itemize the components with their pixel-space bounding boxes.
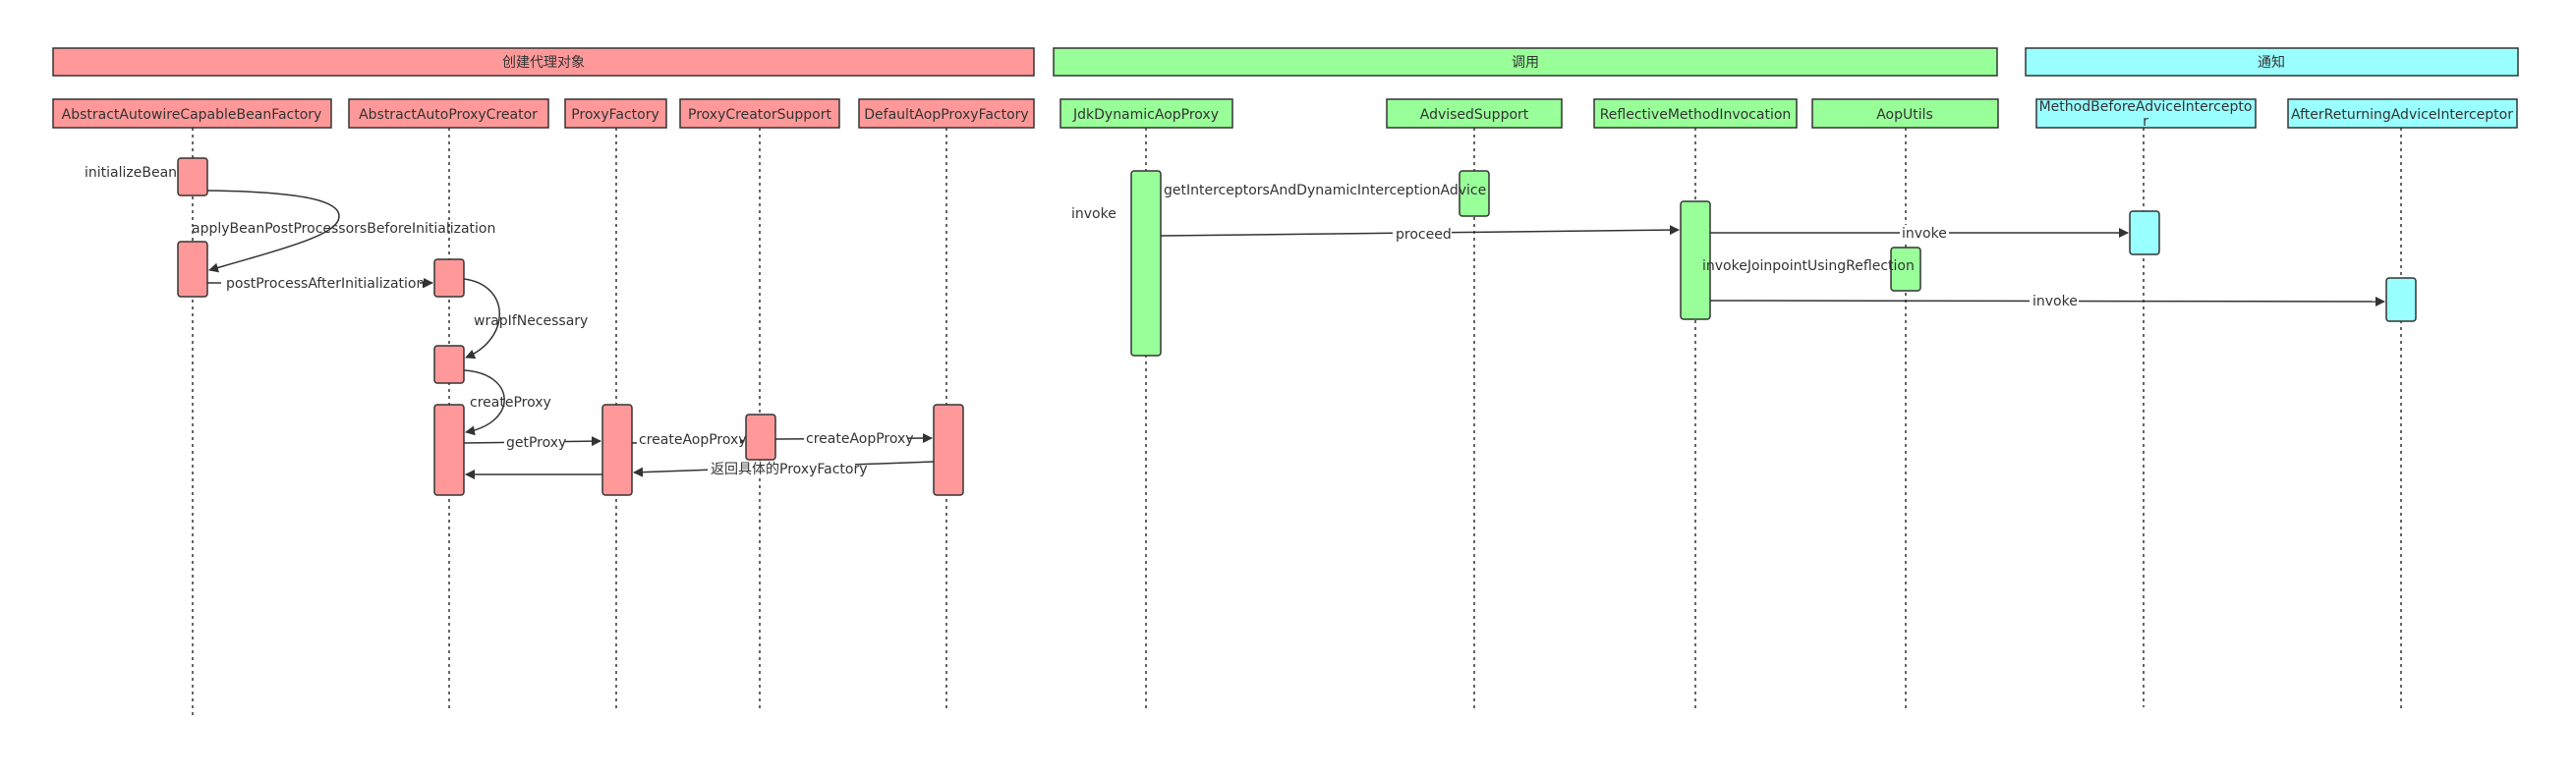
message-label-backgrounds [221,225,2079,477]
message-arrows [206,190,2385,479]
label-post-process-after-init: postProcessAfterInitialization [226,276,425,292]
group-advice: 通知 [2025,47,2519,77]
activation-bar [433,345,465,384]
label-get-proxy: getProxy [506,435,566,451]
activation-bar [601,404,633,496]
invoke-entry-label: invoke [1071,206,1116,222]
lifeline-jdk-dynamic-aop-proxy: JdkDynamicAopProxy [1059,98,1233,129]
arrow-apply-bean-post-processors [206,190,340,273]
lifeline-label: ProxyCreatorSupport [688,107,831,123]
group-advice-label: 通知 [2258,54,2285,71]
lifeline-abstract-auto-proxy-creator: AbstractAutoProxyCreator [348,98,549,129]
group-create-proxy-label: 创建代理对象 [502,55,585,71]
label-proceed: proceed [1396,227,1452,243]
lifeline-label: AbstractAutoProxyCreator [359,107,538,123]
label-invoke-after: invoke [2032,294,2078,309]
lifeline-label: AdvisedSupport [1420,107,1529,123]
activation-bar [2129,210,2160,255]
activation-bars [177,157,2417,496]
activation-bar [1680,200,1711,320]
activation-bar [745,414,776,461]
lifeline-label: AopUtils [1876,107,1933,123]
label-create-aop-proxy-2: createAopProxy [806,431,914,447]
activation-bar [933,404,964,496]
lifeline-proxy-factory: ProxyFactory [564,98,667,129]
activation-bar [177,241,208,298]
message-labels: applyBeanPostProcessorsBeforeInitializat… [192,183,2078,477]
lifeline-label: MethodBeforeAdviceIntercepto [2039,99,2253,115]
activation-bar [177,157,208,196]
activation-bar [1130,170,1162,357]
activation-bar [433,404,465,496]
lifeline-label: ReflectiveMethodInvocation [1600,107,1792,123]
group-create-proxy: 创建代理对象 [52,47,1035,77]
arrow-wrap-if-necessary [463,278,500,360]
label-invoke-before: invoke [1902,226,1947,242]
lifeline-label: DefaultAopProxyFactory [864,107,1028,123]
lifeline-abstract-autowire-capable-bean-factory: AbstractAutowireCapableBeanFactory [52,98,332,129]
lifeline-label: ProxyFactory [571,107,659,123]
activation-bar [1890,247,1921,292]
label-return-proxy-factory: 返回具体的ProxyFactory [711,462,868,477]
activation-bar [2385,277,2417,322]
label-wrap-if-necessary: wrapIfNecessary [474,313,588,329]
lifeline-label: AfterReturningAdviceInterceptor [2291,107,2513,123]
label-invoke-joinpoint: invokeJoinpointUsingReflection [1702,258,1915,274]
label-create-proxy: createProxy [470,395,551,411]
label-apply-bean-post-processors: applyBeanPostProcessorsBeforeInitializat… [192,221,495,237]
lifeline-aop-utils: AopUtils [1811,98,1999,129]
label-get-interceptors: getInterceptorsAndDynamicInterceptionAdv… [1164,183,1486,198]
lifeline-default-aop-proxy-factory: DefaultAopProxyFactory [858,98,1035,129]
lifeline-advised-support: AdvisedSupport [1386,98,1563,129]
lifeline-label: JdkDynamicAopProxy [1072,107,1219,123]
lifeline-label-wrap: r [2143,114,2148,130]
activation-bar [1459,170,1490,217]
group-invoke: 调用 [1053,47,1998,77]
lifeline-label: AbstractAutowireCapableBeanFactory [62,107,322,123]
lifeline-lines [192,128,2402,717]
lifeline-proxy-creator-support: ProxyCreatorSupport [679,98,840,129]
group-invoke-label: 调用 [1512,55,1539,71]
lifeline-method-before-advice-interceptor: MethodBeforeAdviceIntercepto r [2035,98,2257,130]
label-create-aop-proxy-1: createAopProxy [639,432,747,448]
activation-bar [433,258,465,298]
lifeline-after-returning-advice-interceptor: AfterReturningAdviceInterceptor [2287,98,2518,129]
initialize-bean-label: initializeBean [85,165,177,181]
lifeline-reflective-method-invocation: ReflectiveMethodInvocation [1593,98,1798,129]
arrow-create-proxy [463,369,505,436]
